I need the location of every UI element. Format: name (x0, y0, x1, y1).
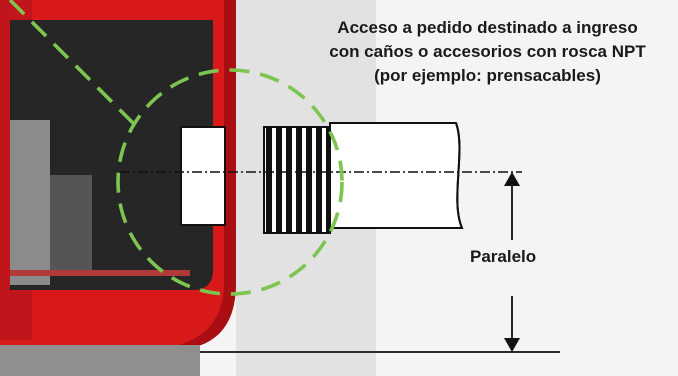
arrow-up-icon (504, 172, 520, 186)
arrow-down-icon (504, 338, 520, 352)
interior-component (50, 175, 92, 270)
highlight-circle (116, 68, 344, 296)
annotation-callout: Acceso a pedido destinado a ingreso con … (300, 16, 675, 88)
callout-line-1: Acceso a pedido destinado a ingreso (337, 18, 638, 37)
interior-shelf (10, 270, 190, 276)
enclosure-base (0, 345, 200, 376)
conduit-opening (180, 126, 226, 226)
enclosure-wall-edge (150, 0, 236, 350)
conduit-pipe (329, 122, 464, 229)
interior-component (10, 120, 50, 285)
threaded-fitting (263, 126, 331, 234)
callout-line-3: (por ejemplo: prensacables) (374, 66, 601, 85)
callout-line-2: con caños o accesorios con rosca NPT (329, 42, 646, 61)
dimension-label: Paralelo (470, 247, 537, 266)
pipe-break-line (455, 122, 463, 229)
